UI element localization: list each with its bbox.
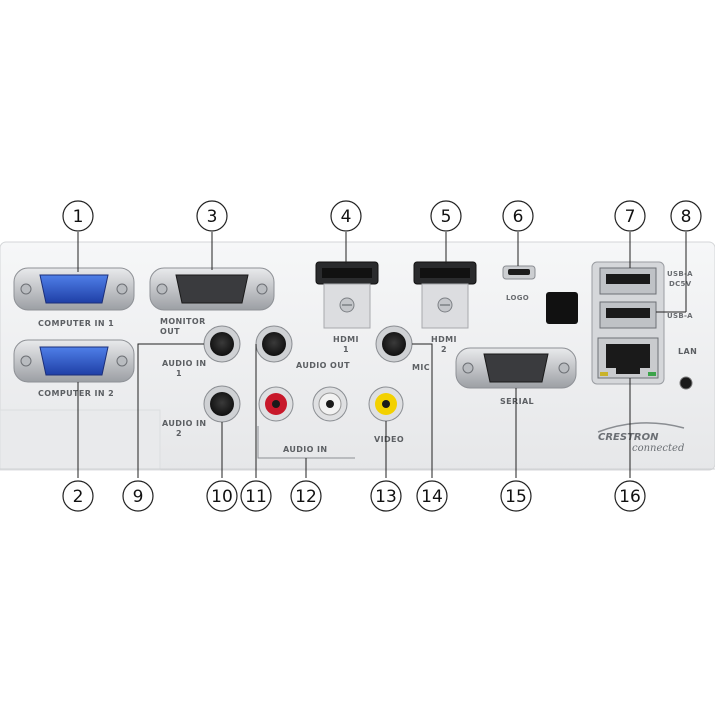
monitor-out-port[interactable] (149, 267, 275, 311)
callout-12: 12 (290, 480, 322, 512)
audio-out-label: AUDIO OUT (296, 361, 350, 370)
svg-text:16: 16 (619, 487, 641, 507)
audio-in-1-label-line2: 1 (176, 369, 182, 378)
audio-in-1-jack[interactable] (203, 325, 241, 363)
svg-text:11: 11 (245, 487, 267, 507)
monitor-out-label-line2: OUT (160, 327, 180, 336)
usb-a-port-1[interactable] (599, 267, 657, 295)
mic-jack[interactable] (375, 325, 413, 363)
video-label: VIDEO (374, 435, 404, 444)
lan-label: LAN (678, 347, 697, 356)
lan-port[interactable] (597, 337, 659, 379)
crestron-brand-sub: connected (632, 443, 684, 454)
serial-label: SERIAL (500, 397, 534, 406)
computer-in-1-label: COMPUTER IN 1 (38, 319, 114, 328)
security-slot (546, 292, 578, 324)
computer-in-2-port[interactable] (13, 339, 135, 383)
crestron-connected-logo: CRESTRON connected (597, 422, 684, 454)
callout-10: 10 (206, 480, 238, 512)
hdmi-1-label-line2: 1 (343, 345, 349, 354)
usb-a-dc5v-label: DC5V (669, 280, 692, 288)
svg-text:6: 6 (513, 207, 524, 227)
audio-in-1-label-line1: AUDIO IN (162, 359, 207, 368)
svg-text:2: 2 (73, 487, 84, 507)
callout-15: 15 (500, 480, 532, 512)
hdmi-2-port[interactable] (413, 261, 477, 329)
audio-in-bracket (257, 426, 355, 459)
callout-4: 4 (330, 200, 362, 232)
monitor-out-label-line1: MONITOR (160, 317, 206, 326)
hdmi-2-label-line2: 2 (441, 345, 447, 354)
svg-text:5: 5 (441, 207, 452, 227)
audio-in-2-label-line2: 2 (176, 429, 182, 438)
svg-text:12: 12 (295, 487, 317, 507)
svg-text:7: 7 (625, 207, 636, 227)
serial-port[interactable] (455, 347, 577, 389)
callout-16: 16 (614, 480, 646, 512)
computer-in-2-label: COMPUTER IN 2 (38, 389, 114, 398)
callout-1: 1 (62, 200, 94, 232)
audio-in-rca-label: AUDIO IN (283, 445, 328, 454)
callout-6: 6 (502, 200, 534, 232)
callout-11: 11 (240, 480, 272, 512)
usb-a-port-2[interactable] (599, 301, 657, 329)
mic-label: MIC (412, 363, 430, 372)
callout-14: 14 (416, 480, 448, 512)
usb-a-1-label: USB-A (667, 270, 693, 278)
svg-text:9: 9 (133, 487, 144, 507)
svg-text:1: 1 (73, 207, 84, 227)
svg-text:15: 15 (505, 487, 527, 507)
svg-text:10: 10 (211, 487, 233, 507)
svg-text:4: 4 (341, 207, 352, 227)
svg-text:14: 14 (421, 487, 443, 507)
computer-in-1-port[interactable] (13, 267, 135, 311)
callout-8: 8 (670, 200, 702, 232)
callout-3: 3 (196, 200, 228, 232)
audio-in-rca-right[interactable] (312, 386, 348, 422)
callout-2: 2 (62, 480, 94, 512)
svg-text:3: 3 (207, 207, 218, 227)
callout-7: 7 (614, 200, 646, 232)
callout-13: 13 (370, 480, 402, 512)
svg-text:13: 13 (375, 487, 397, 507)
hdmi-1-port[interactable] (315, 261, 379, 329)
callout-leaders (77, 232, 687, 478)
audio-out-jack[interactable] (255, 325, 293, 363)
crestron-brand-name: CRESTRON (598, 432, 659, 443)
logo-label: LOGO (506, 294, 529, 302)
audio-in-2-jack[interactable] (203, 385, 241, 423)
service-hole (679, 376, 693, 390)
callout-5: 5 (430, 200, 462, 232)
video-rca-jack[interactable] (368, 386, 404, 422)
hdmi-2-label-line1: HDMI (431, 335, 457, 344)
callout-9: 9 (122, 480, 154, 512)
logo-micro-usb-port[interactable] (502, 265, 536, 280)
audio-in-rca-left[interactable] (258, 386, 294, 422)
audio-in-2-label-line1: AUDIO IN (162, 419, 207, 428)
usb-a-2-label: USB-A (667, 312, 693, 320)
svg-text:8: 8 (681, 207, 692, 227)
hdmi-1-label-line1: HDMI (333, 335, 359, 344)
